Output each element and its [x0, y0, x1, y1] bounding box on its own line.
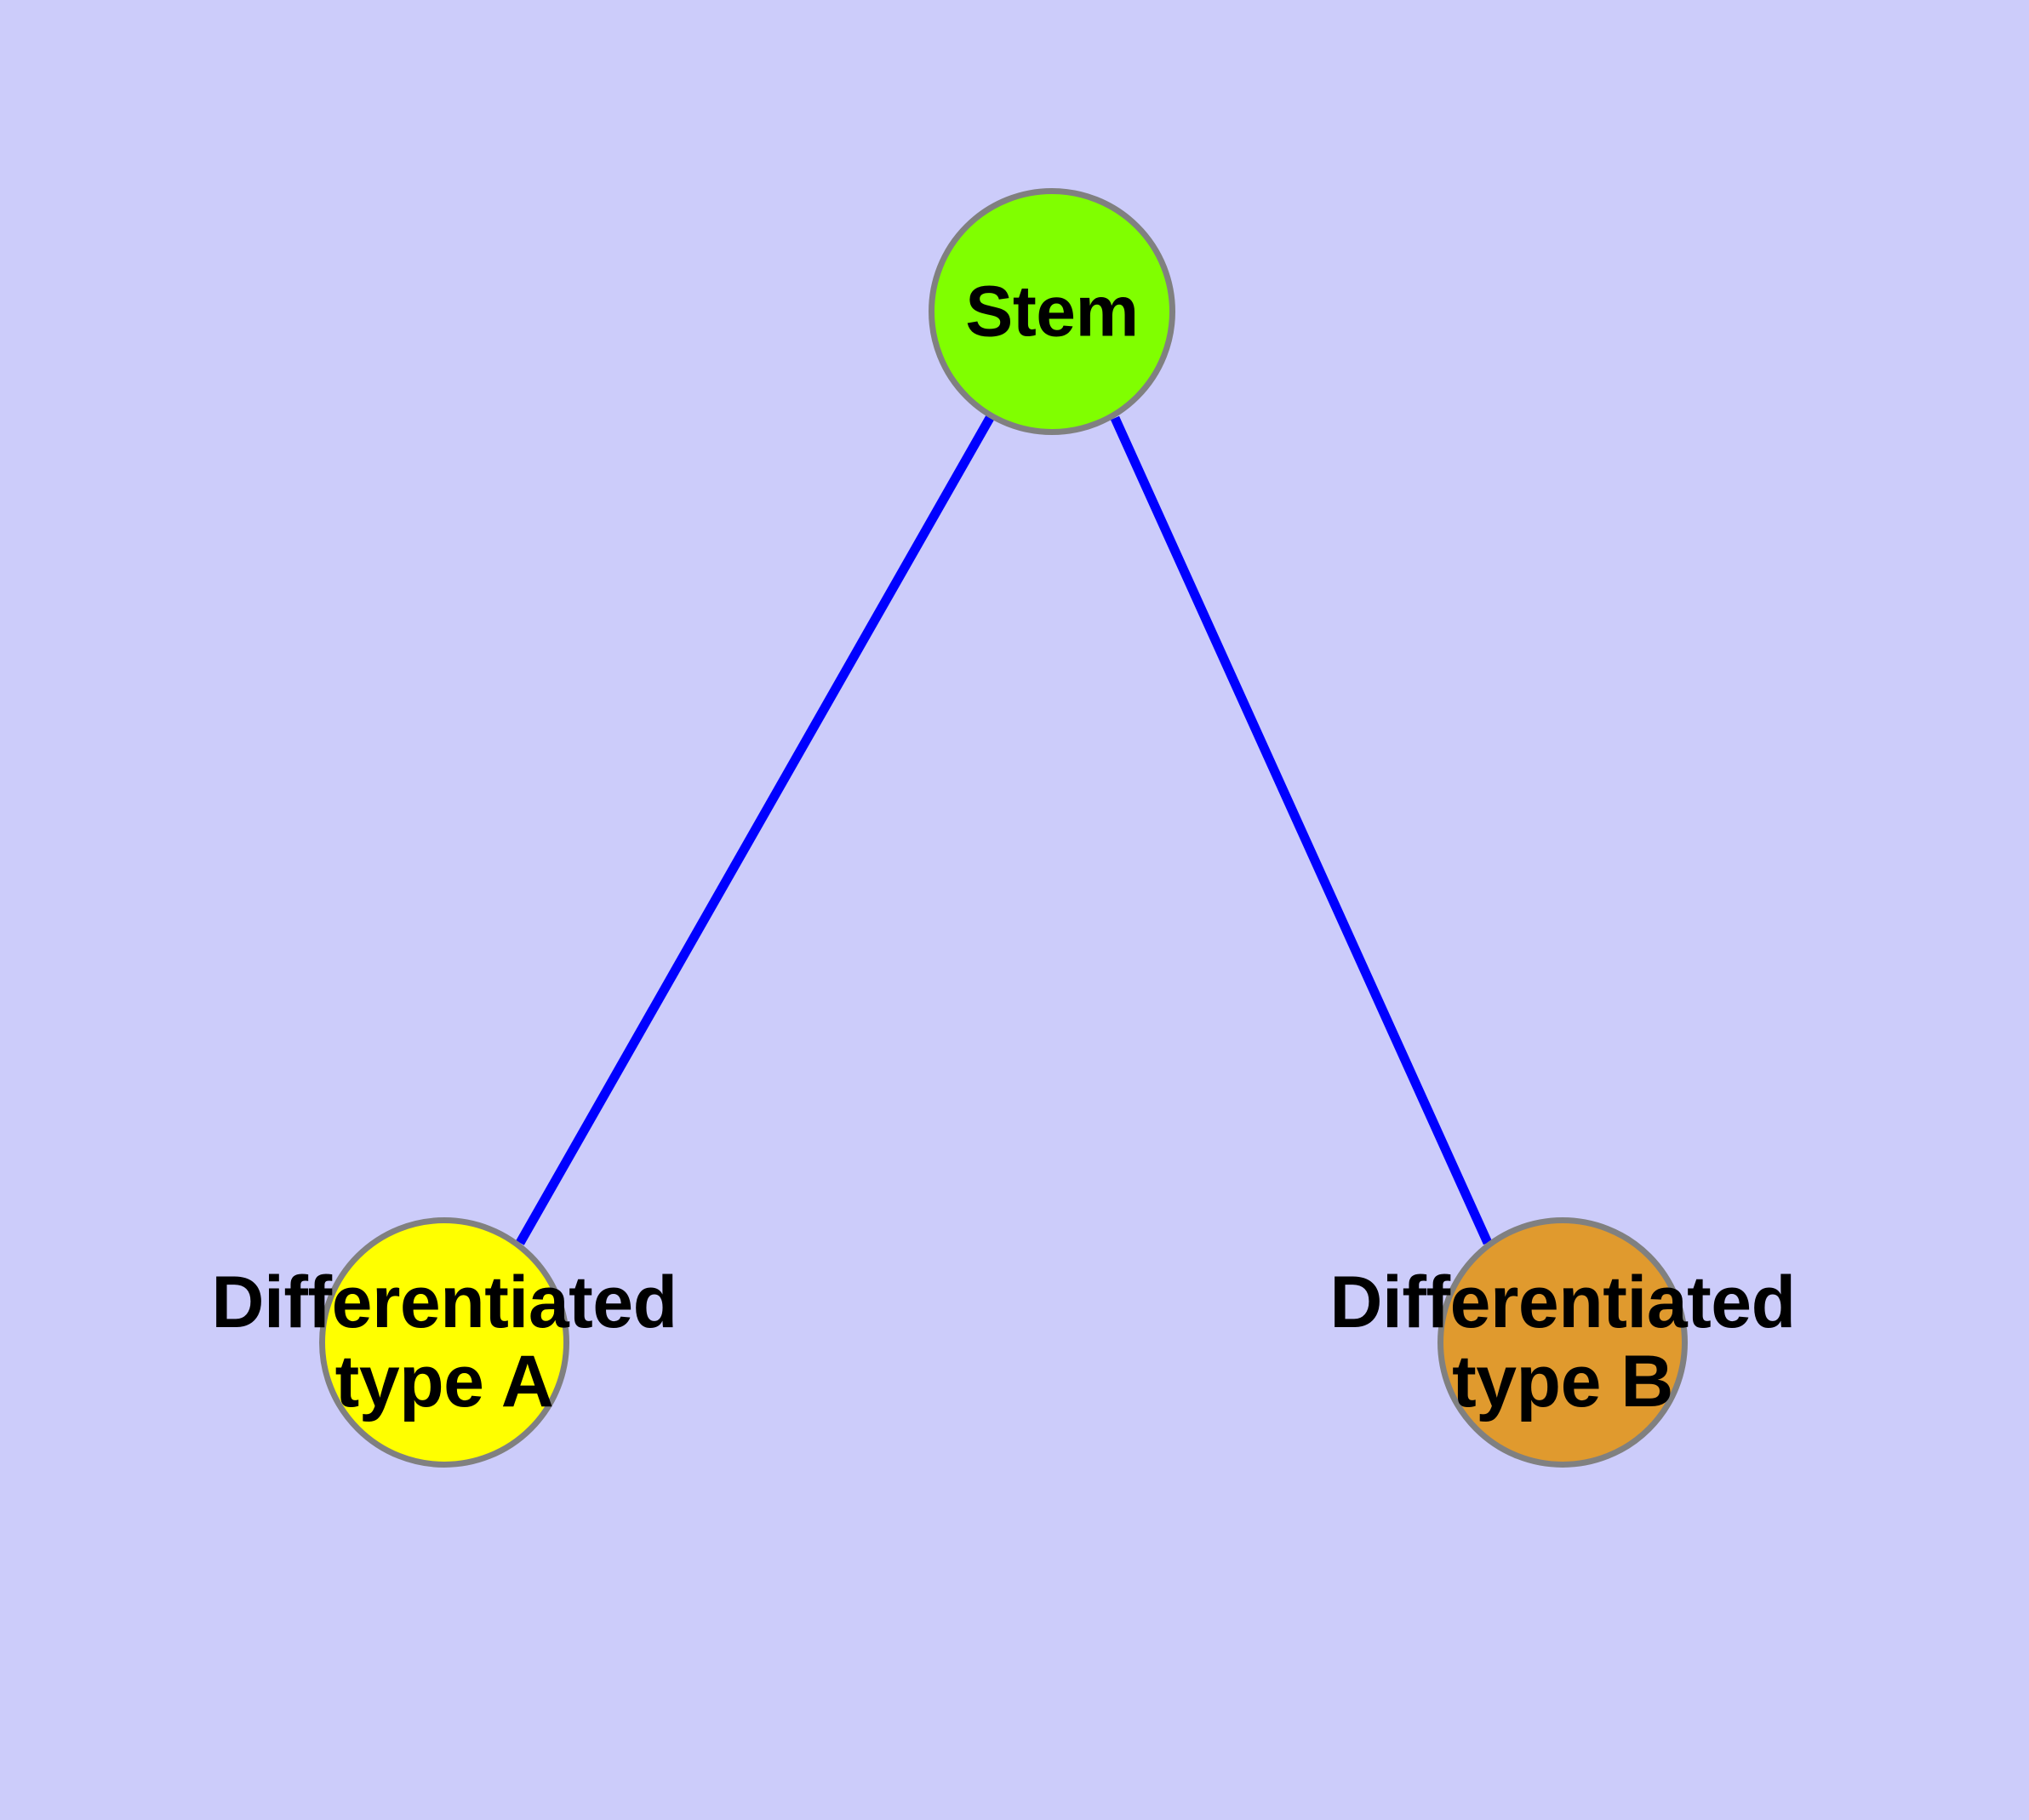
node-group: [319, 188, 1688, 1468]
edge-group: [516, 415, 1493, 1245]
edge-stem-to-differentiated-type-b[interactable]: [1110, 415, 1493, 1245]
node-stem-circle[interactable]: [929, 188, 1175, 435]
edge-stem-to-differentiated-type-a[interactable]: [516, 415, 994, 1245]
node-differentiated-type-a-circle[interactable]: [319, 1217, 569, 1468]
node-differentiated-type-b-circle[interactable]: [1437, 1217, 1688, 1468]
